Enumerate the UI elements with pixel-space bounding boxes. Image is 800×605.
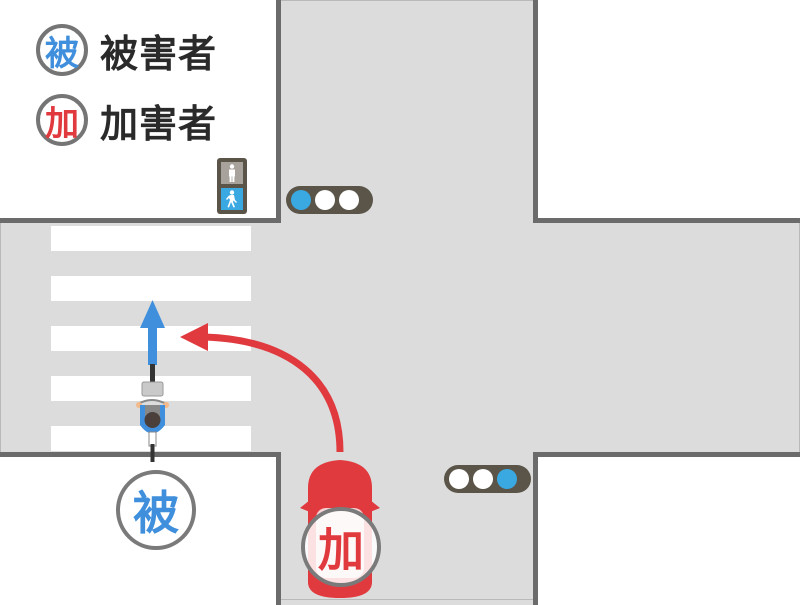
block-bottom-right [533, 452, 800, 605]
bicycle-icon [136, 364, 169, 462]
offender-label: 加害者 [100, 101, 218, 146]
victim-label: 被害者 [100, 31, 218, 76]
lamp-blue-active [291, 190, 311, 210]
block-top-right [533, 0, 800, 223]
offender-path-arrow [180, 323, 344, 453]
traffic-light-north [286, 186, 373, 214]
pedestrian-signal [217, 158, 247, 214]
lamp-blue-active [497, 469, 517, 489]
lamp-off [449, 469, 469, 489]
legend-offender: 加 加害者 [36, 90, 217, 150]
offender-marker: 加 [301, 507, 381, 587]
lamp-off [473, 469, 493, 489]
traffic-light-south [444, 465, 531, 493]
legend-victim: 被 被害者 [36, 20, 217, 80]
crosswalk-stripe [51, 276, 251, 301]
victim-path-arrow [140, 300, 165, 365]
ped-stop-icon [221, 162, 243, 184]
victim-marker: 被 [116, 470, 196, 550]
lamp-off [339, 190, 359, 210]
lamp-off [315, 190, 335, 210]
victim-badge: 被 [36, 24, 88, 76]
ped-walk-icon [221, 188, 243, 210]
crosswalk-stripe [51, 226, 251, 251]
offender-badge: 加 [36, 94, 88, 146]
